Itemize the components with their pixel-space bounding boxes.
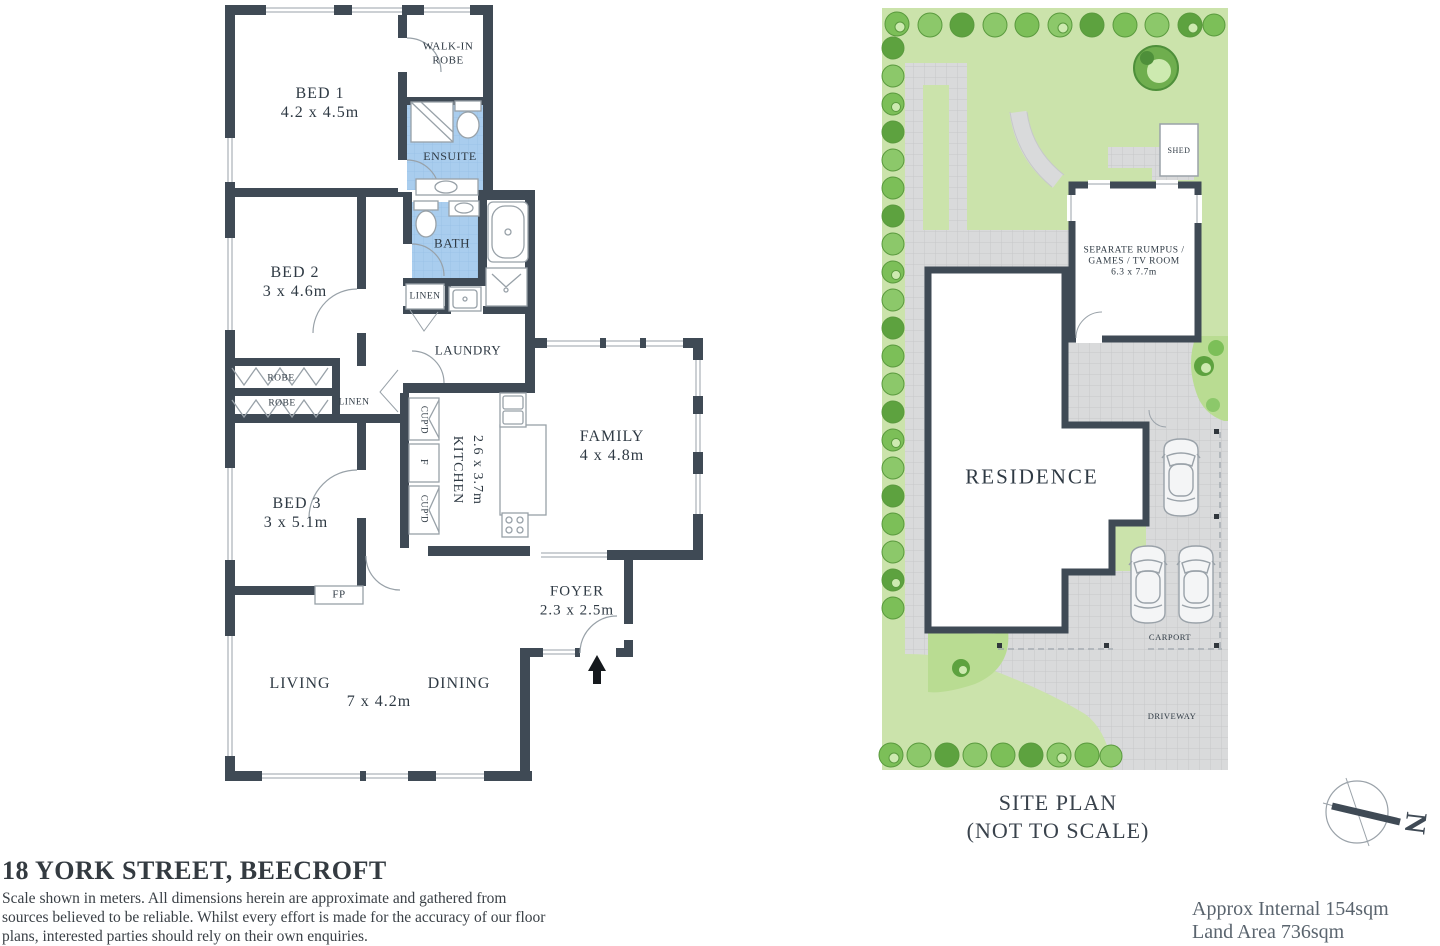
room-label-robe-bed3: ROBE: [268, 398, 296, 409]
residence-outline: [924, 266, 1150, 634]
toilet-icon: [413, 200, 439, 211]
windows: [225, 5, 703, 781]
area-land: Land Area 736sqm: [1192, 921, 1345, 943]
door-gaps: [357, 38, 412, 518]
room-label-walkin-2: ROBE: [432, 54, 464, 67]
room-label-linen-upper: LINEN: [409, 291, 441, 302]
room-dims-bed1: 4.2 x 4.5m: [280, 104, 360, 121]
siteplan-caption-line2: (NOT TO SCALE): [966, 818, 1150, 843]
room-label-foyer: FOYER: [549, 583, 605, 600]
room-label-bed2: BED 2: [270, 264, 320, 281]
disclaimer-line1: Scale shown in meters. All dimensions he…: [2, 890, 507, 907]
room-label-robe-bed2: ROBE: [267, 373, 295, 384]
room-dims-family: 4 x 4.8m: [579, 447, 645, 464]
room-dims-bed2: 3 x 4.6m: [262, 283, 328, 300]
room-dims-living-dining: 7 x 4.2m: [346, 693, 412, 710]
siteplan-caption-line1: SITE PLAN: [998, 790, 1118, 815]
label-residence: RESIDENCE: [965, 464, 1099, 489]
disclaimer-line3: plans, interested parties should rely on…: [2, 928, 368, 945]
fireplace-icon: [314, 585, 364, 605]
fixtures: [231, 100, 547, 605]
room-label-living: LIVING: [269, 675, 331, 692]
address-title: 18 YORK STREET, BEECROFT: [2, 856, 387, 885]
robe-rail: [231, 366, 329, 387]
room-label-dining: DINING: [427, 675, 491, 692]
kitchen-bench: [499, 424, 547, 516]
robe-rail: [231, 398, 329, 419]
room-label-ensuite: ENSUITE: [423, 149, 477, 163]
room-label-kitchen: KITCHEN: [450, 435, 465, 505]
room-label-bed3: BED 3: [272, 495, 322, 512]
room-dims-kitchen: 2.6 x 3.7m: [470, 435, 485, 505]
room-label-walkin-1: WALK-IN: [422, 40, 474, 53]
toilet-icon: [454, 100, 482, 112]
tree-row-top: [884, 11, 1226, 38]
disclaimer-line2: sources believed to be reliable. Whilst …: [2, 909, 546, 926]
fridge-icon: [408, 443, 440, 483]
car-right: [1176, 545, 1216, 624]
area-summary: Approx Internal 154sqm Land Area 736sqm: [1192, 898, 1389, 944]
rumpus-door-arc: [1075, 311, 1103, 339]
label-rumpus-dims: 6.3 x 7.7m: [1111, 267, 1157, 278]
siteplan-caption: SITE PLAN (NOT TO SCALE): [888, 789, 1228, 845]
siteplan-drawing: [878, 8, 1228, 770]
car-top: [1161, 438, 1201, 517]
room-dims-foyer: 2.3 x 2.5m: [539, 602, 615, 619]
room-label-bath: BATH: [434, 235, 470, 251]
garden-bed: [928, 630, 1009, 693]
tree-row-bottom: [878, 742, 1123, 768]
label-driveway: DRIVEWAY: [1147, 710, 1197, 721]
cupboard-icon: [408, 397, 440, 441]
entry-arrow-icon: [588, 655, 606, 684]
room-label-family: FAMILY: [579, 428, 645, 445]
cupboard-icon: [408, 485, 440, 535]
linen-cupboard: [405, 283, 445, 310]
label-cupboard-2: CUP'D: [419, 494, 430, 524]
room-label-bed1: BED 1: [295, 85, 345, 102]
feature-trees: [952, 45, 1224, 677]
shed-outline: [1159, 123, 1199, 177]
gate-door-arc: [1148, 409, 1167, 428]
stove-icon: [501, 512, 529, 538]
room-label-laundry: LAUNDRY: [434, 342, 502, 358]
disclaimer-text: Scale shown in meters. All dimensions he…: [2, 889, 545, 946]
label-rumpus-2: GAMES / TV ROOM: [1088, 256, 1180, 267]
tree-column-left: [881, 36, 905, 620]
room-dims-bed3: 3 x 5.1m: [263, 514, 329, 531]
rumpus-room: [1067, 180, 1202, 343]
label-shed: SHED: [1167, 146, 1191, 155]
label-cupboard-1: CUP'D: [419, 405, 430, 435]
label-rumpus-1: SEPARATE RUMPUS /: [1083, 245, 1185, 256]
carport-posts: [997, 429, 1219, 648]
label-fireplace: FP: [332, 588, 346, 601]
compass-icon: [1322, 777, 1401, 847]
north-label: N: [1397, 810, 1434, 836]
carport-boundary: [998, 432, 1222, 650]
north-arrow: [1331, 802, 1401, 826]
floorplan-drawing: [225, 5, 703, 781]
label-carport: CARPORT: [1148, 631, 1192, 642]
room-label-linen-hall: LINEN: [338, 397, 370, 408]
area-internal: Approx Internal 154sqm: [1192, 898, 1389, 920]
car-left: [1128, 545, 1168, 624]
label-fridge: F: [418, 458, 429, 466]
